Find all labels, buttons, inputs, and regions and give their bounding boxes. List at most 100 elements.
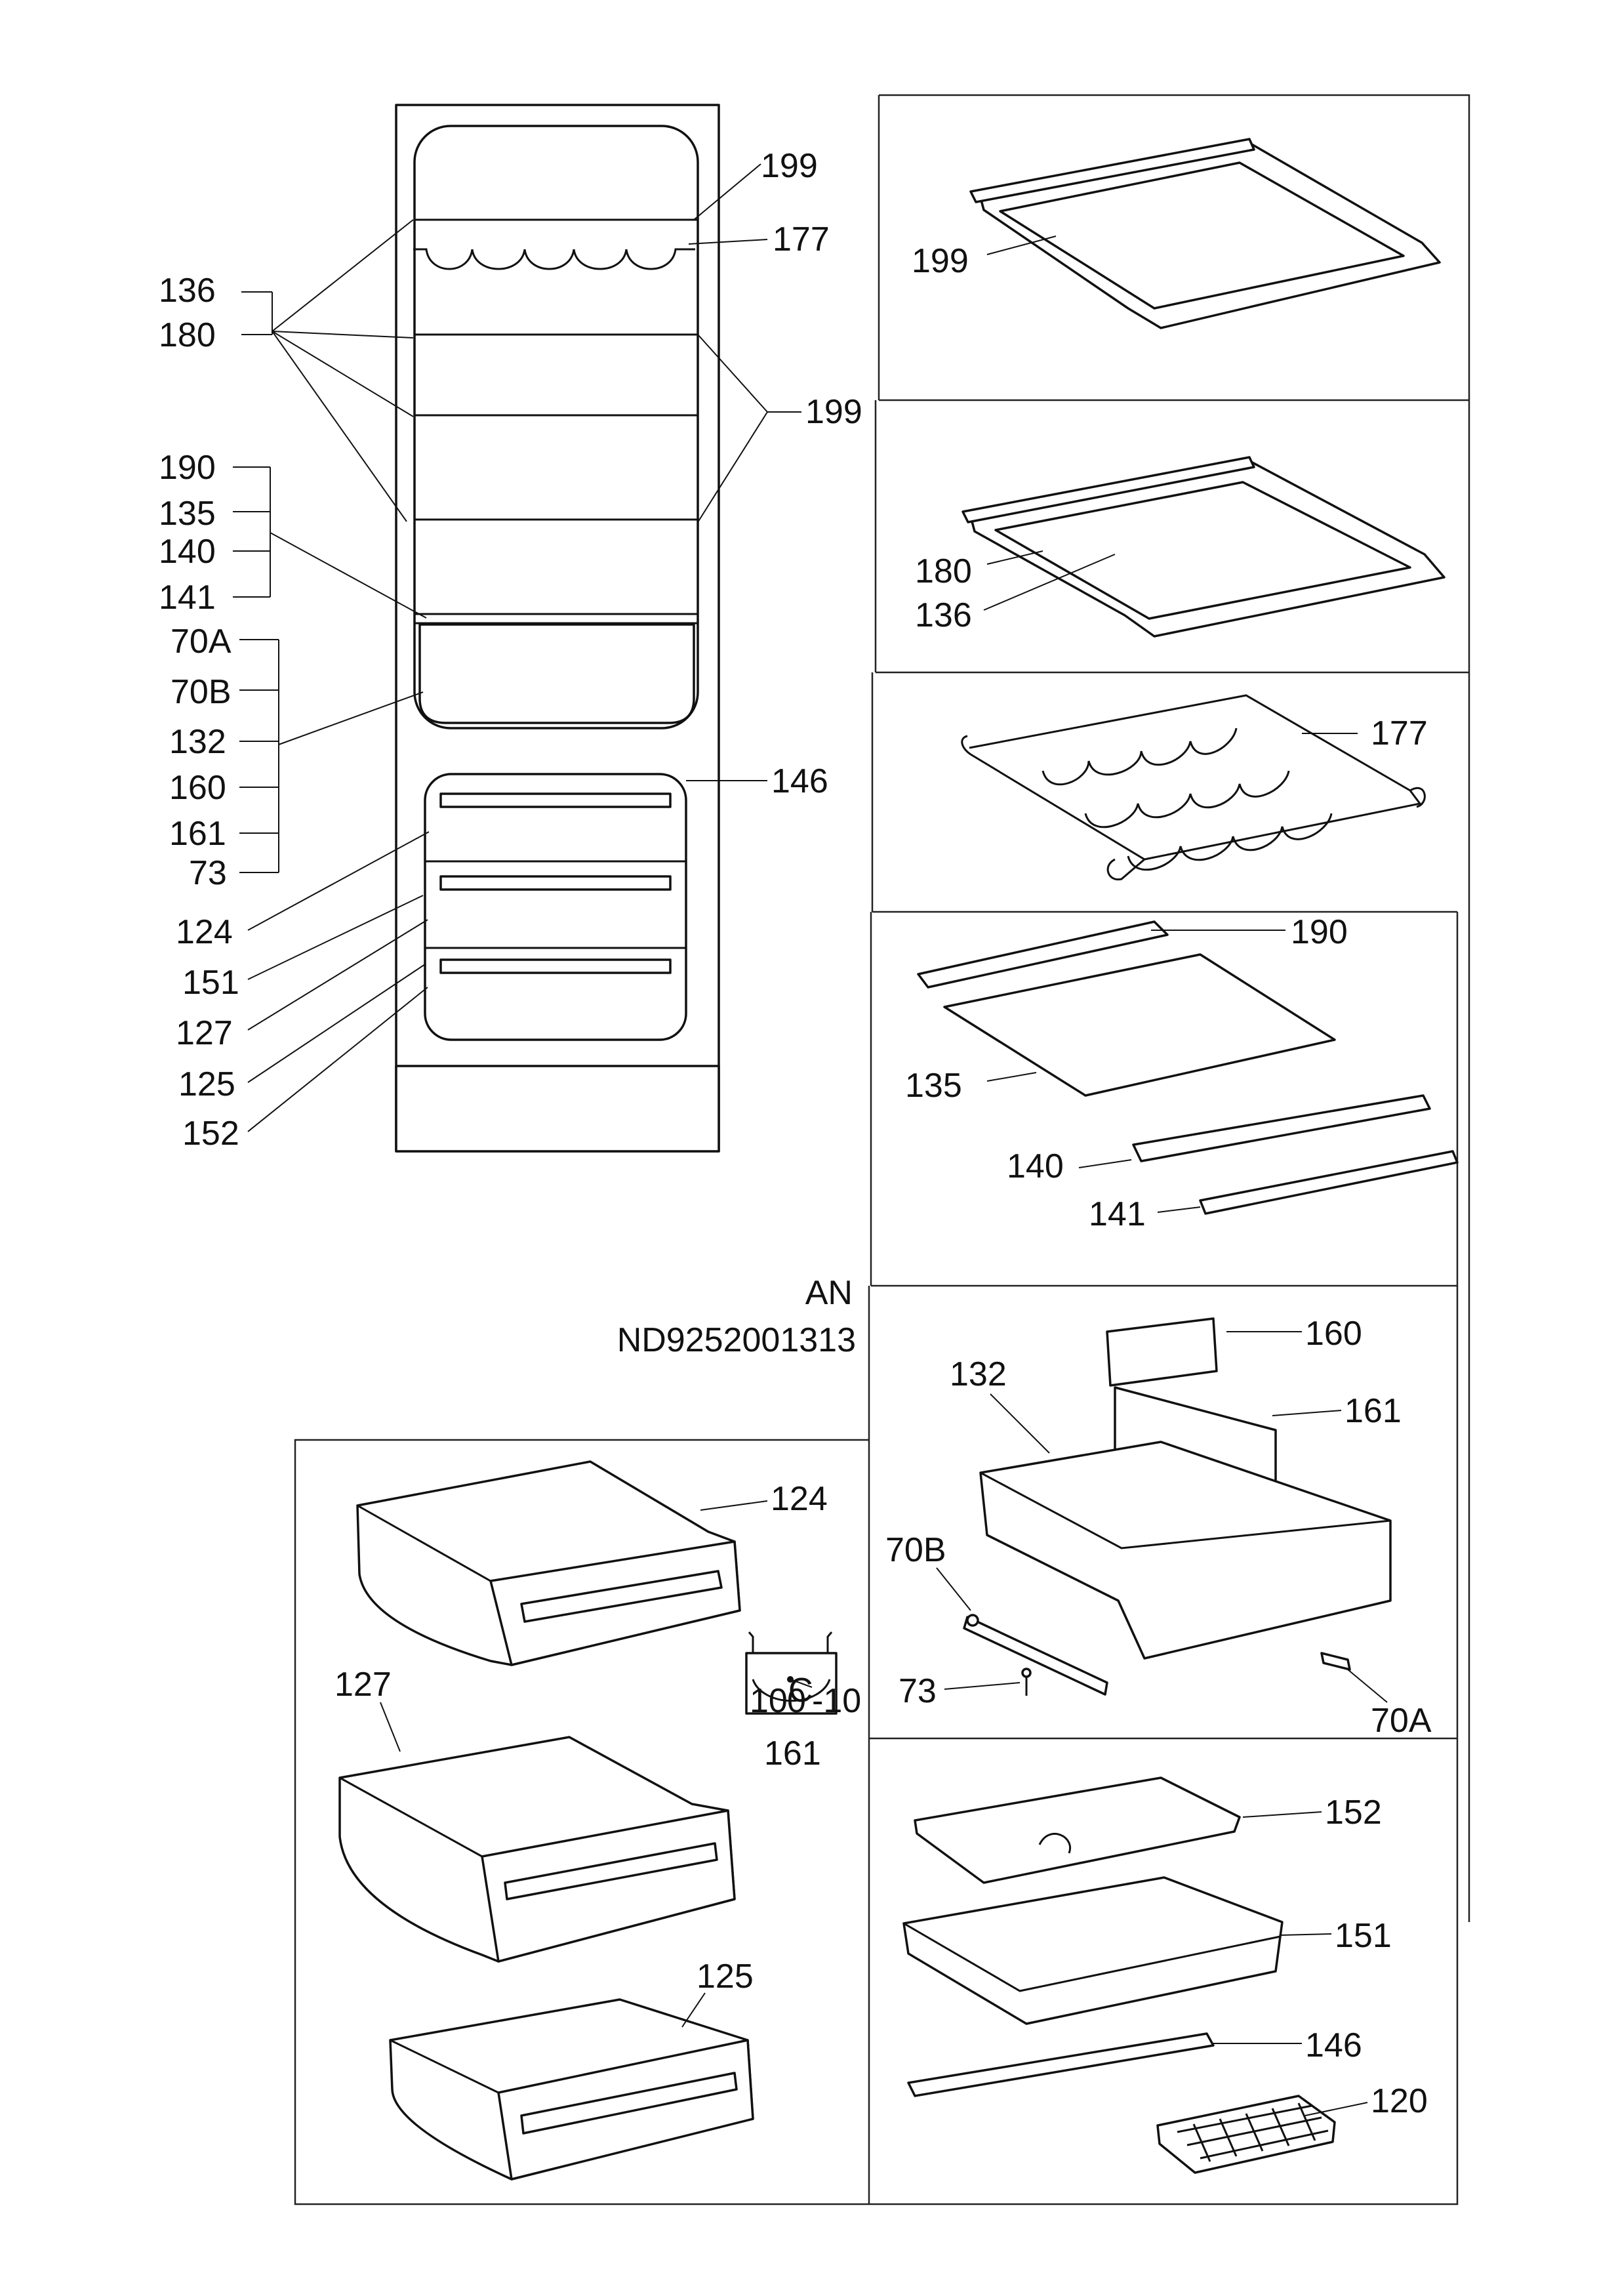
rack-hook-front xyxy=(1106,858,1145,881)
callout-70a: 70A xyxy=(171,623,232,661)
callout-180: 180 xyxy=(159,316,216,354)
panel-drawers: 124 127 125 C 10 0 -10 161 xyxy=(334,1460,861,2181)
label-180: 180 xyxy=(915,552,972,590)
label-dial-161: 161 xyxy=(764,1734,821,1773)
rack-wave-1 xyxy=(1042,728,1238,786)
drawer-handle xyxy=(439,958,672,974)
upper-compartment xyxy=(413,125,699,729)
dial-tick-10: 10 xyxy=(750,1682,788,1720)
dial-housing xyxy=(745,1652,838,1715)
panel-shelf-199: 199 xyxy=(912,138,1441,329)
panel-misc: 152 151 146 120 xyxy=(902,1776,1428,2174)
label-70a: 70A xyxy=(1371,1702,1432,1740)
label-190: 190 xyxy=(1291,913,1348,951)
callout-141: 141 xyxy=(159,579,216,617)
tray-151 xyxy=(902,1876,1284,2025)
label-152: 152 xyxy=(1325,1794,1382,1832)
crisper-front-panel xyxy=(986,1534,1146,1659)
label-125: 125 xyxy=(697,1958,754,1996)
rack-frame xyxy=(969,694,1422,861)
base-plinth xyxy=(395,1065,720,1153)
dial-clip-left xyxy=(748,1631,754,1653)
ice-tray-120 xyxy=(1156,2095,1336,2174)
freezer-compartment xyxy=(424,773,687,1041)
label-161: 161 xyxy=(1345,1392,1402,1430)
drawer-124-handle xyxy=(520,1570,723,1623)
dial-unit-c: C xyxy=(788,1671,813,1710)
label-70b: 70B xyxy=(885,1531,946,1569)
callout-125: 125 xyxy=(178,1065,235,1103)
variant-code: AN xyxy=(805,1274,853,1312)
leader-lines xyxy=(233,163,801,1132)
label-135: 135 xyxy=(905,1067,962,1105)
document-number: ND9252001313 xyxy=(617,1321,856,1359)
crisper-cover-160 xyxy=(1106,1317,1218,1387)
panel-bottle-rack-177: 177 xyxy=(961,694,1428,881)
front-140 xyxy=(1132,1094,1431,1162)
tray-151-rim xyxy=(903,1922,1281,1992)
crisper-rail-wheel xyxy=(966,1614,979,1627)
crisper-rail-70b xyxy=(963,1616,1108,1696)
dial-arc xyxy=(752,1679,831,1702)
glass-135 xyxy=(943,953,1336,1097)
callout-151: 151 xyxy=(182,964,239,1002)
callout-199-lower: 199 xyxy=(805,393,862,431)
crisper-rim xyxy=(980,1471,1391,1549)
label-124: 124 xyxy=(771,1480,828,1518)
rack-hook-right xyxy=(1409,787,1426,808)
callout-190: 190 xyxy=(159,449,216,487)
panel-frames xyxy=(294,94,1470,2205)
label-132: 132 xyxy=(950,1355,1007,1393)
label-73: 73 xyxy=(899,1672,937,1710)
dial-clip-right xyxy=(826,1631,833,1653)
panel-shelf-180-136: 180 136 xyxy=(915,456,1446,638)
cover-152 xyxy=(914,1776,1241,1884)
callout-73: 73 xyxy=(189,854,227,892)
callout-132: 132 xyxy=(169,723,226,761)
label-177: 177 xyxy=(1371,714,1428,752)
label-140: 140 xyxy=(1007,1147,1064,1185)
callout-146: 146 xyxy=(771,762,828,800)
wine-rack-waves xyxy=(413,248,695,270)
shelf-rear-trim-180 xyxy=(961,456,1255,523)
chiller-box xyxy=(418,623,695,724)
callout-161: 161 xyxy=(169,815,226,853)
shelf-glass-199 xyxy=(999,161,1405,310)
callout-124: 124 xyxy=(176,913,233,951)
dial-pivot xyxy=(787,1676,794,1683)
label-136: 136 xyxy=(915,596,972,634)
label-127: 127 xyxy=(334,1666,392,1704)
callout-152: 152 xyxy=(182,1115,239,1153)
dial-needle xyxy=(790,1679,813,1688)
label-151: 151 xyxy=(1335,1917,1392,1955)
crisper-drawer-132 xyxy=(979,1441,1392,1660)
cover-152-cutout xyxy=(1038,1832,1072,1854)
crisper-screw-head xyxy=(1021,1668,1032,1678)
label-146: 146 xyxy=(1305,2026,1362,2064)
rack-hook-left xyxy=(961,735,971,756)
callout-177: 177 xyxy=(773,220,830,258)
bar-146 xyxy=(907,2032,1215,2097)
crisper-rail-70a xyxy=(1320,1652,1351,1671)
drawer-127-front xyxy=(481,1809,736,1963)
trim-190 xyxy=(917,920,1169,989)
drawer-125-handle xyxy=(520,2072,738,2135)
dial-tick-minus10: -10 xyxy=(812,1682,861,1720)
label-199: 199 xyxy=(912,242,969,280)
temperature-dial: C 10 0 -10 xyxy=(745,1631,861,1720)
label-141: 141 xyxy=(1089,1195,1146,1233)
callout-199-upper: 199 xyxy=(761,147,818,185)
callout-136: 136 xyxy=(159,272,216,310)
shelf-rear-trim-199 xyxy=(969,138,1255,203)
fridge-overview: 199 177 136 180 199 190 135 140 141 70A … xyxy=(159,104,862,1153)
drawer-handle xyxy=(439,792,672,808)
insert-141 xyxy=(1199,1150,1459,1215)
ice-tray-grid xyxy=(1177,2102,1329,2162)
panel-crisper: 160 161 132 70B 73 70A xyxy=(885,1315,1432,1740)
callout-140: 140 xyxy=(159,533,216,571)
callout-127: 127 xyxy=(176,1014,233,1052)
rack-wave-2 xyxy=(1084,770,1290,829)
drawer-127-handle xyxy=(504,1842,718,1900)
rack-wave-3 xyxy=(1127,813,1333,871)
